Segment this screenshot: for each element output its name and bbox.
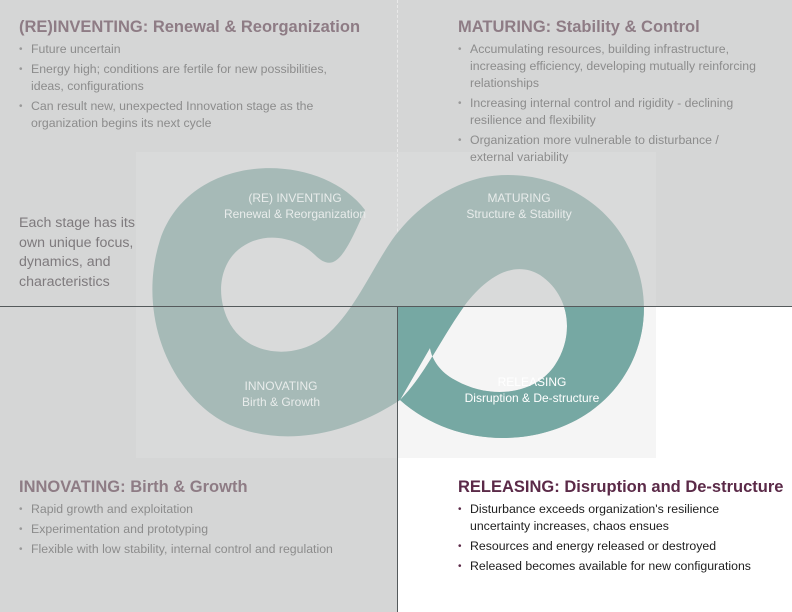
bullet-item: Flexible with low stability, internal co… — [19, 541, 379, 558]
heading-reinventing: (RE)INVENTING: Renewal & Reorganization — [19, 18, 361, 36]
bullets-maturing: Accumulating resources, building infrast… — [458, 41, 758, 169]
loop-label-maturing: MATURING Structure & Stability — [419, 190, 619, 222]
bullet-item: Energy high; conditions are fertile for … — [19, 61, 354, 95]
bullet-item: Accumulating resources, building infrast… — [458, 41, 758, 92]
bullets-releasing: Disturbance exceeds organization's resil… — [458, 501, 778, 578]
horizontal-divider — [0, 306, 792, 307]
bullet-item: Future uncertain — [19, 41, 354, 58]
loop-label-title: (RE) INVENTING — [248, 191, 342, 205]
bullets-innovating: Rapid growth and exploitation Experiment… — [19, 501, 379, 561]
loop-label-subtitle: Birth & Growth — [241, 395, 321, 409]
bullet-item: Disturbance exceeds organization's resil… — [458, 501, 778, 535]
bullets-reinventing: Future uncertain Energy high; conditions… — [19, 41, 354, 135]
loop-label-title: INNOVATING — [244, 379, 318, 393]
loop-label-innovating: INNOVATING Birth & Growth — [181, 378, 381, 410]
heading-maturing: MATURING: Stability & Control — [458, 18, 700, 36]
vertical-divider-lower — [397, 306, 398, 612]
loop-label-title: RELEASING — [497, 375, 567, 389]
loop-releasing-fill — [398, 307, 644, 438]
vertical-divider-upper — [397, 0, 398, 306]
loop-label-subtitle: Structure & Stability — [466, 207, 572, 221]
bullet-item: Increasing internal control and rigidity… — [458, 95, 758, 129]
bullet-item: Resources and energy released or destroy… — [458, 538, 778, 555]
loop-label-reinventing: (RE) INVENTING Renewal & Reorganization — [195, 190, 395, 222]
bullet-item: Can result new, unexpected Innovation st… — [19, 98, 354, 132]
heading-releasing: RELEASING: Disruption and De-structure — [458, 478, 784, 496]
loop-muted-fill — [152, 168, 644, 438]
loop-label-subtitle: Disruption & De-structure — [464, 391, 600, 405]
bullet-item: Experimentation and prototyping — [19, 521, 379, 538]
bullet-item: Released becomes available for new confi… — [458, 558, 778, 575]
loop-label-subtitle: Renewal & Reorganization — [223, 207, 367, 221]
heading-innovating: INNOVATING: Birth & Growth — [19, 478, 248, 496]
bullet-item: Rapid growth and exploitation — [19, 501, 379, 518]
infinity-loop-shape — [152, 168, 644, 438]
side-note: Each stage has its own unique focus, dyn… — [19, 215, 135, 290]
loop-label-releasing: RELEASING Disruption & De-structure — [432, 374, 632, 406]
bullet-item: Organization more vulnerable to disturba… — [458, 132, 758, 166]
loop-label-title: MATURING — [487, 191, 551, 205]
